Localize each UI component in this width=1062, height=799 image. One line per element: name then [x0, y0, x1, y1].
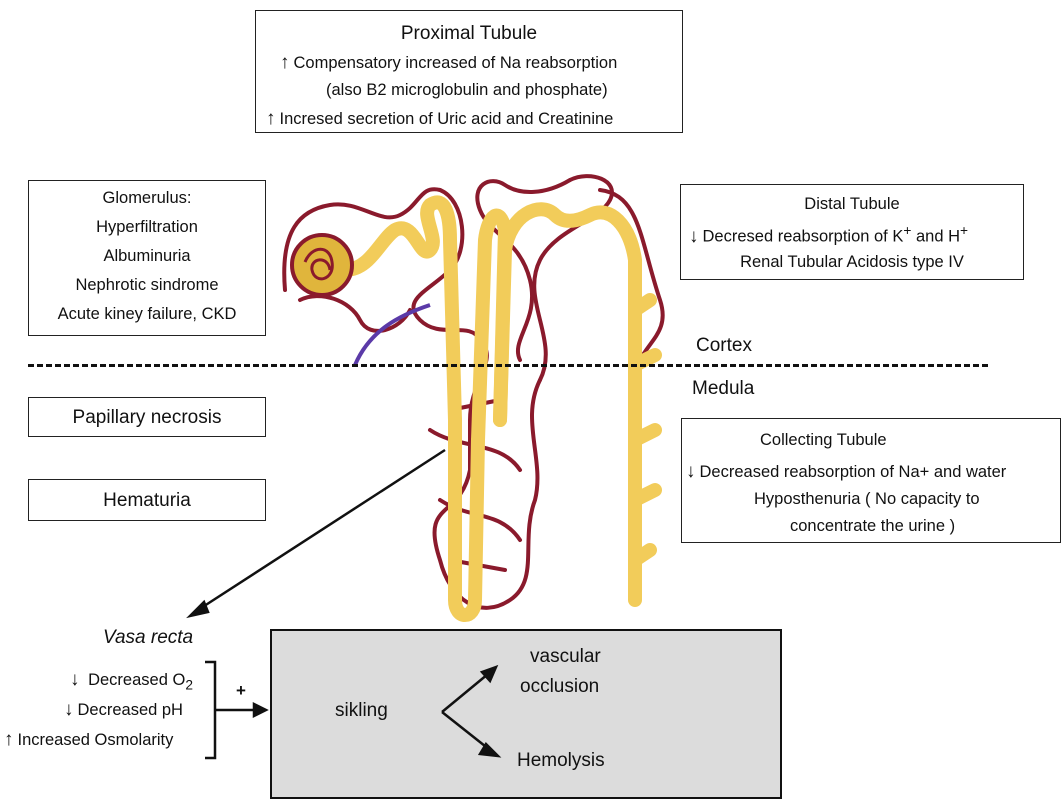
occlusion-label: occlusion	[520, 676, 599, 698]
hemolysis-label: Hemolysis	[517, 750, 605, 772]
sikling-label: sikling	[335, 700, 388, 722]
vascular-label: vascular	[530, 646, 601, 668]
